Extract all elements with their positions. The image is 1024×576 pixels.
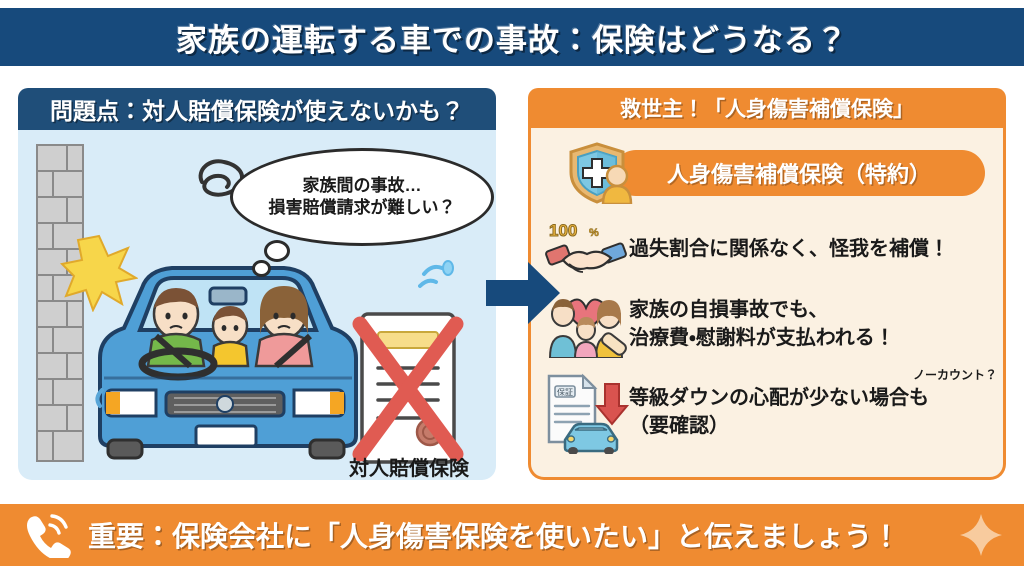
speech-bubble-tail-small bbox=[252, 260, 271, 277]
benefit-line: 過失割合に関係なく、怪我を補償！ bbox=[629, 238, 949, 260]
right-arrow-icon bbox=[486, 262, 560, 324]
brick-wall-icon bbox=[36, 144, 84, 462]
svg-text:%: % bbox=[589, 227, 599, 239]
speech-bubble-line1: 家族間の事故… bbox=[302, 175, 422, 195]
no-count-note: ノーカウント？ bbox=[912, 368, 997, 382]
document-label: 対人賠償保険 bbox=[349, 458, 469, 480]
benefit-line: （要確認） bbox=[629, 415, 729, 437]
banner-text: 重要：保険会社に「人身傷害保険を使いたい」と伝えましょう！ bbox=[88, 521, 901, 552]
benefit-line: 家族の自損事故でも、 bbox=[629, 299, 829, 321]
benefit-line: 等級ダウンの心配が少ない場合も bbox=[629, 387, 929, 409]
benefit-row: 100 % 過失割合に関係なく、怪我を補償！ bbox=[543, 218, 999, 280]
problem-panel-title: 問題点：対人賠償保険が使えないかも？ bbox=[50, 98, 464, 124]
handshake-100-percent-icon: 100 % bbox=[543, 218, 629, 280]
svg-text:100: 100 bbox=[549, 221, 577, 240]
speech-bubble: 家族間の事故… 損害賠償請求が難しい？ bbox=[230, 148, 494, 246]
benefit-text: 過失割合に関係なく、怪我を補償！ bbox=[629, 235, 949, 263]
crash-burst-icon bbox=[59, 234, 139, 313]
solution-panel: 救世主！「人身傷害補償保険」 人身傷害補償保険（特約） bbox=[528, 88, 1006, 480]
benefit-row: 家族の自損事故でも、 治療費・慰謝料が支払われる！ bbox=[543, 286, 999, 362]
speech-bubble-tail-large bbox=[264, 240, 290, 262]
page-title-bar: 家族の運転する車での事故：保険はどうなる？ bbox=[0, 8, 1024, 66]
problem-panel-header: 問題点：対人賠償保険が使えないかも？ bbox=[18, 88, 496, 130]
svg-text:保証: 保証 bbox=[557, 387, 573, 397]
benefit-text: 等級ダウンの心配が少ない場合も （要確認） bbox=[629, 384, 929, 440]
benefit-line: 治療費・慰謝料が支払われる！ bbox=[629, 327, 895, 349]
crossed-out-document-icon bbox=[348, 306, 468, 476]
family-heart-icon bbox=[543, 286, 629, 362]
shield-cross-person-icon bbox=[565, 142, 637, 206]
certificate-car-up-arrow-icon: 保証 bbox=[543, 368, 630, 456]
page-title: 家族の運転する車での事故：保険はどうなる？ bbox=[176, 22, 848, 58]
sweat-drop-icon bbox=[418, 258, 460, 300]
sparkle-icon bbox=[960, 514, 1002, 556]
product-title: 人身傷害補償保険（特約） bbox=[666, 162, 931, 187]
benefit-text: 家族の自損事故でも、 治療費・慰謝料が支払われる！ bbox=[629, 296, 895, 352]
problem-panel: 問題点：対人賠償保険が使えないかも？ bbox=[18, 88, 496, 480]
benefit-row: 保証 等級ダウンの心配が少ない場合も bbox=[543, 368, 999, 456]
phone-ringing-icon bbox=[22, 512, 76, 562]
speech-bubble-line2: 損害賠償請求が難しい？ bbox=[268, 198, 456, 217]
problem-panel-body: 家族間の事故… 損害賠償請求が難しい？ bbox=[18, 130, 496, 480]
blue-car-with-family-icon bbox=[78, 240, 368, 465]
call-to-action-banner: 重要：保険会社に「人身傷害保険を使いたい」と伝えましょう！ bbox=[0, 504, 1024, 566]
solution-panel-title: 救世主！「人身傷害補償保険」 bbox=[620, 98, 914, 121]
product-title-pill: 人身傷害補償保険（特約） bbox=[613, 150, 985, 196]
smoke-squiggle-icon bbox=[194, 152, 256, 206]
product-title-row: 人身傷害補償保険（特約） bbox=[541, 142, 997, 206]
solution-panel-body: 人身傷害補償保険（特約） 100 bbox=[528, 128, 1006, 480]
solution-panel-header: 救世主！「人身傷害補償保険」 bbox=[528, 88, 1006, 128]
